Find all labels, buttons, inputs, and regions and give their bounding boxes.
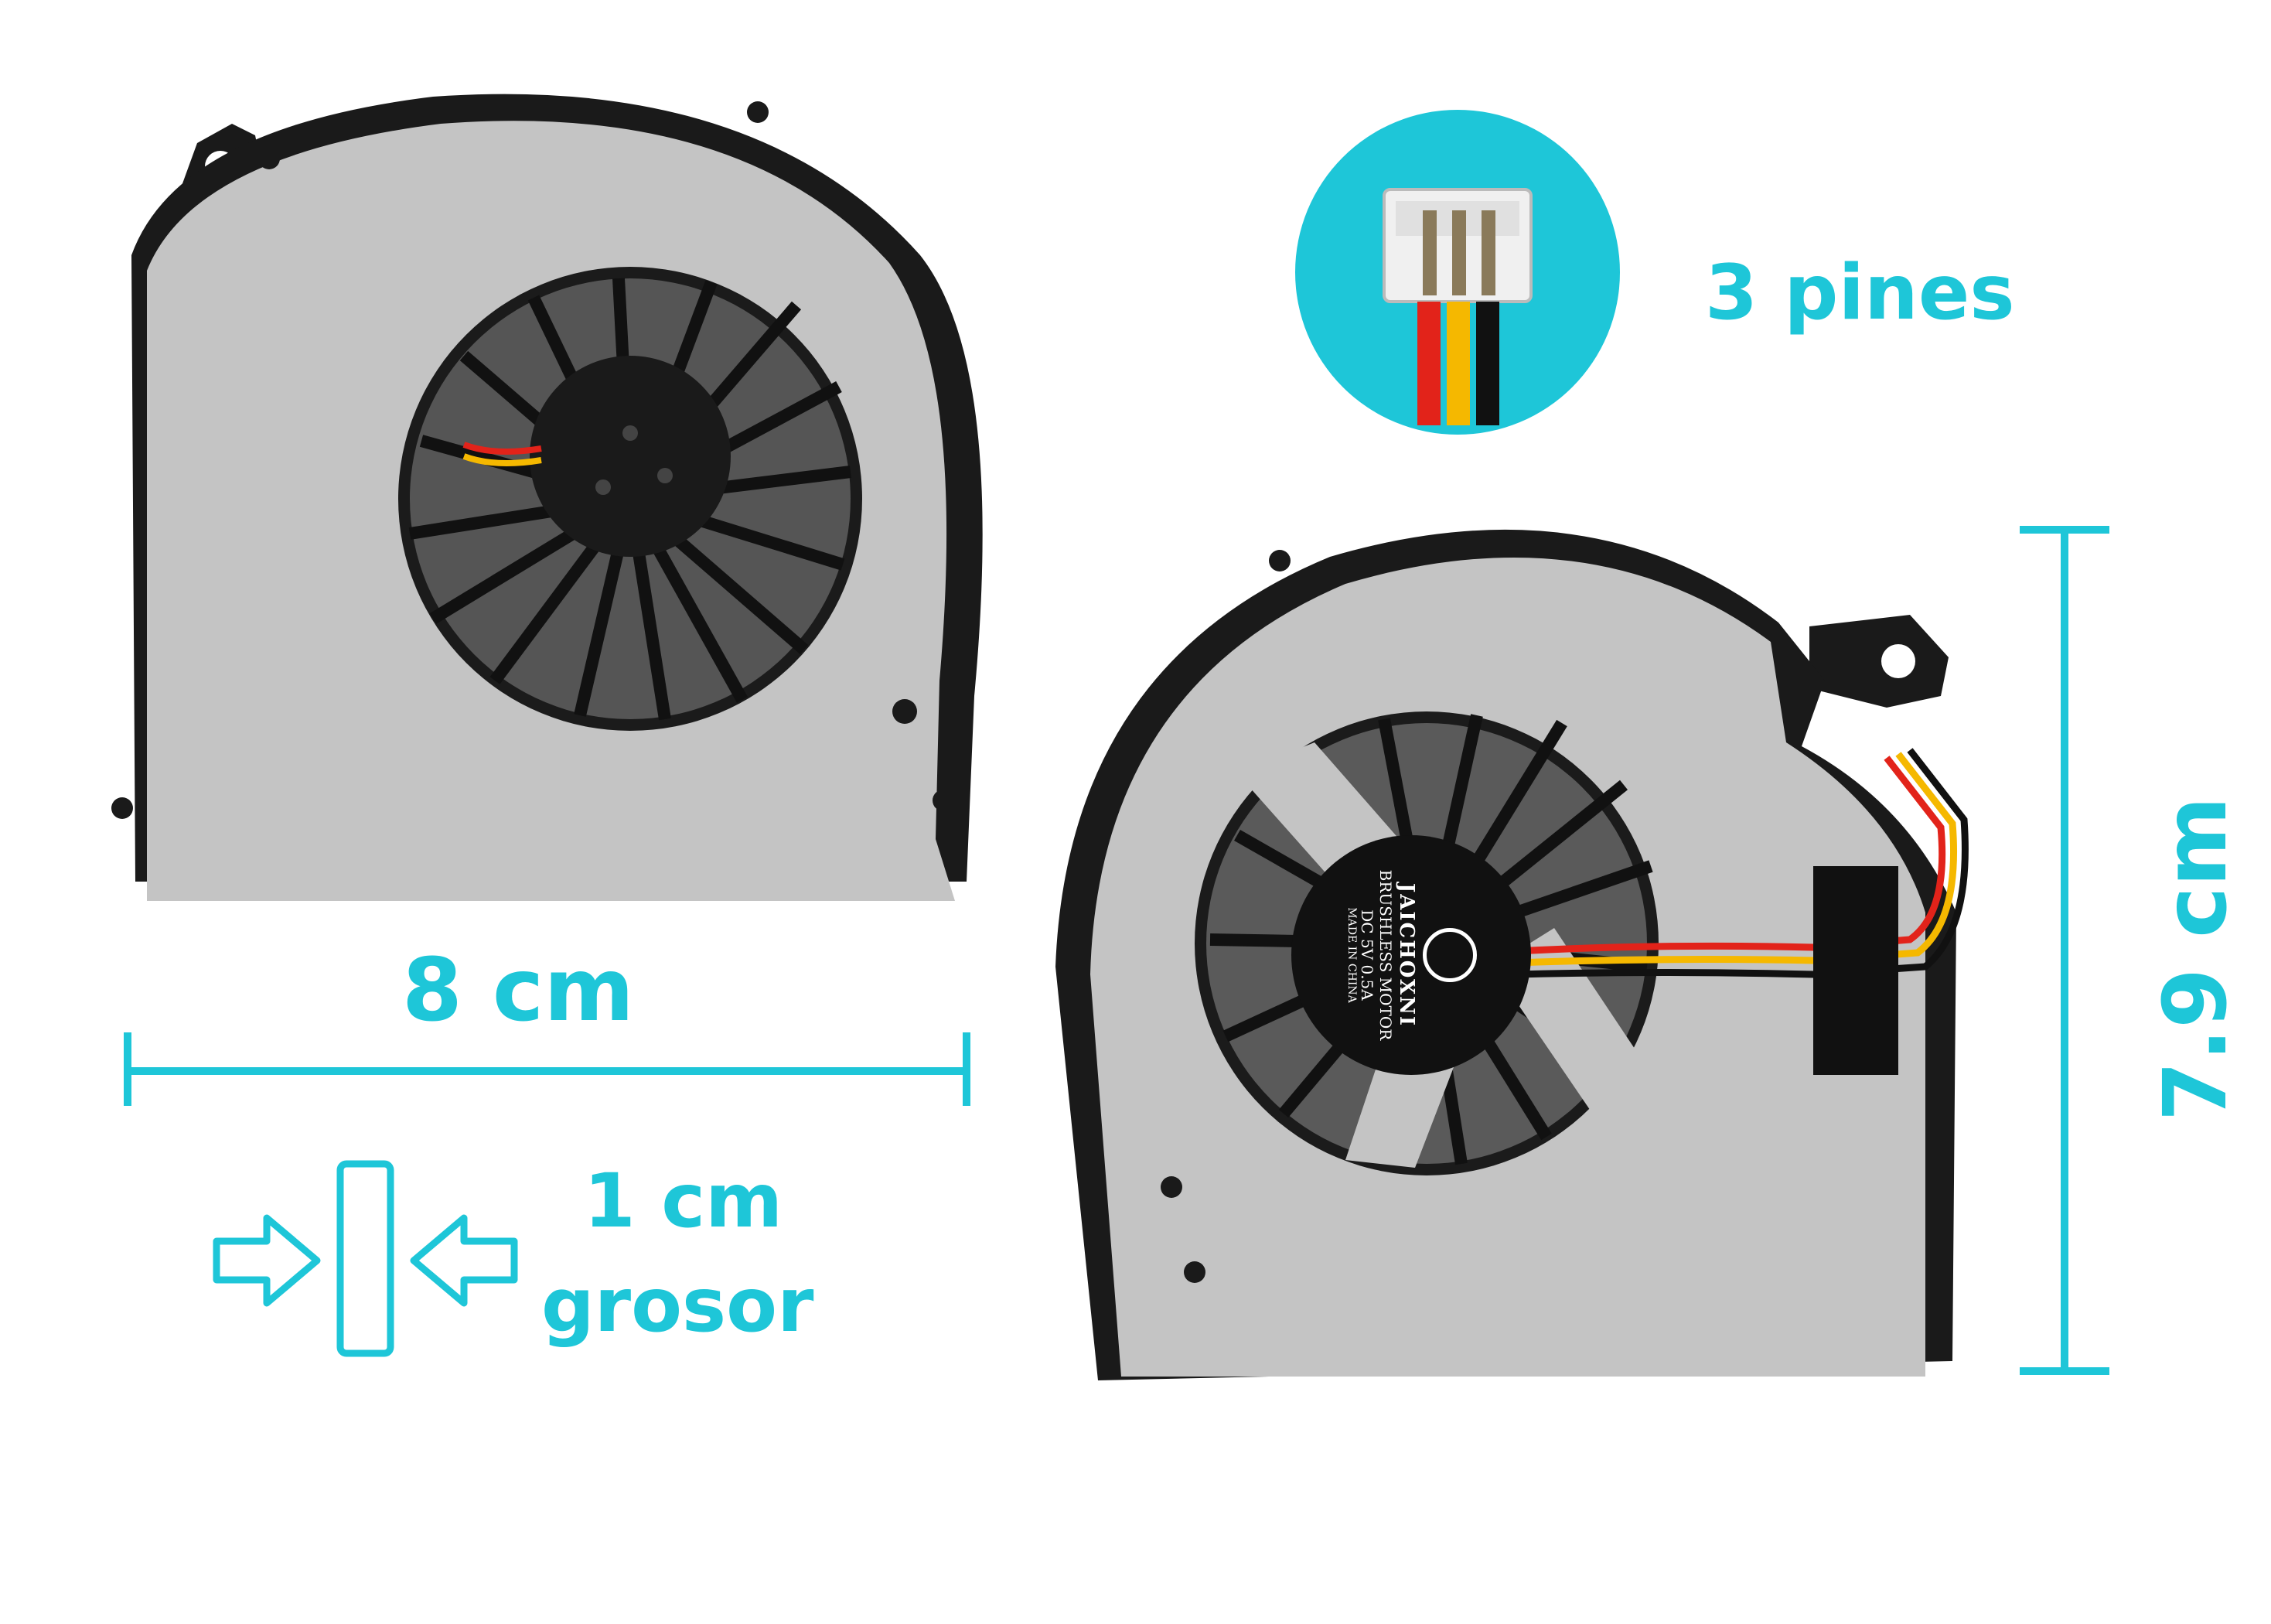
wire-clip [1813, 866, 1898, 1075]
width-dimension-line [124, 1032, 970, 1106]
fan-back-wires [1515, 748, 1969, 978]
thickness-word-label: grosor [541, 1262, 814, 1349]
width-label: 8 cm [402, 940, 635, 1041]
pins-label: 3 pines [1705, 249, 2015, 337]
height-dimension-line [2020, 526, 2109, 1375]
thickness-arrows-icon [213, 1160, 518, 1357]
fan-front-hub [462, 356, 731, 557]
height-label: 7.9 cm [2146, 796, 2246, 1122]
thickness-value-label: 1 cm [584, 1158, 783, 1244]
